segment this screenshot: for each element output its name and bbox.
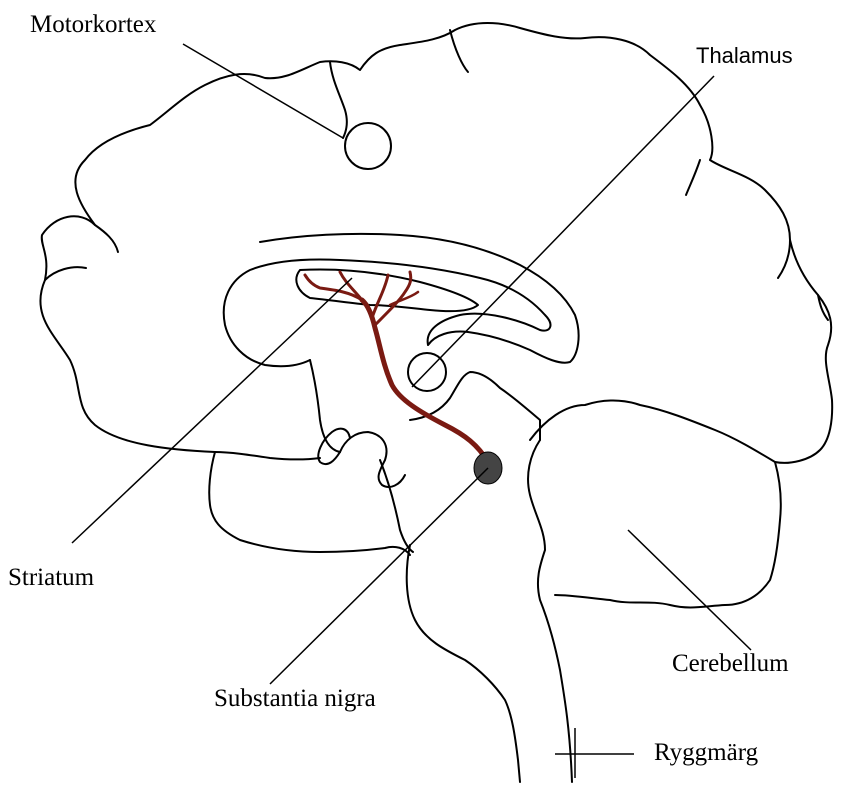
brainstem-back bbox=[380, 460, 413, 552]
cerebellum-outline bbox=[530, 400, 781, 607]
cerebellum-leader bbox=[628, 530, 751, 650]
pathway-branch-3 bbox=[372, 275, 388, 318]
cerebellum-label: Cerebellum bbox=[672, 651, 789, 676]
brainstem-front bbox=[407, 545, 520, 782]
cerebrum-outline bbox=[40, 23, 832, 463]
thalamus-label: Thalamus bbox=[696, 45, 793, 67]
motor-cortex-label: Motorkortex bbox=[30, 12, 156, 37]
substantia-nigra-leader bbox=[270, 468, 488, 684]
hypothalamus-outline bbox=[340, 432, 405, 487]
motor-cortex-leader bbox=[183, 44, 343, 138]
central-sulcus bbox=[330, 62, 347, 138]
sulcus-2 bbox=[686, 160, 700, 195]
sulcus-4 bbox=[45, 267, 86, 280]
temporal-lobe-outline bbox=[209, 452, 410, 555]
spinal-cord-label: Ryggmärg bbox=[654, 740, 758, 765]
motor-cortex-marker bbox=[345, 123, 391, 169]
striatum-leader bbox=[72, 278, 352, 543]
thalamus-leader bbox=[412, 76, 714, 387]
substantia-nigra-label: Substantia nigra bbox=[214, 686, 376, 711]
brainstem-rear bbox=[528, 440, 572, 782]
midbrain-rear bbox=[410, 372, 540, 440]
sulcus-5 bbox=[95, 225, 118, 252]
sulcus-3 bbox=[778, 240, 790, 278]
striatum-label: Striatum bbox=[8, 565, 94, 590]
temporal-fold bbox=[215, 452, 320, 460]
sulcus-1 bbox=[450, 30, 468, 72]
